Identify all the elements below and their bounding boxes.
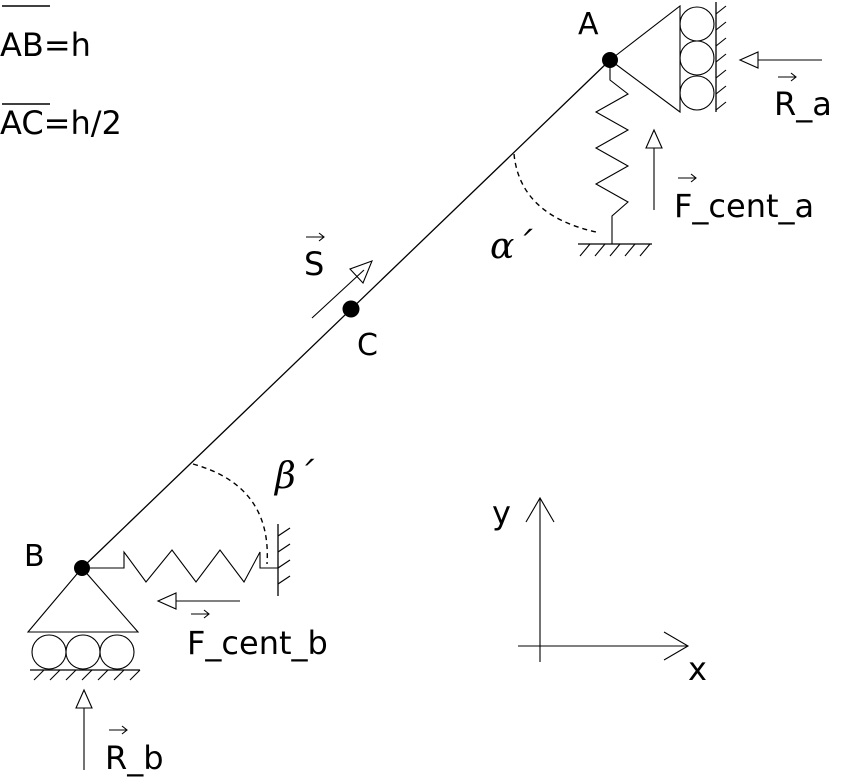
spring-a: [578, 60, 652, 257]
force-s-arrow: [311, 260, 373, 319]
label-force-f-cent-a: F_cent_a: [674, 173, 814, 225]
label-point-c: C: [357, 328, 378, 363]
definition-ac: AC=h/2: [0, 103, 122, 142]
point-b: [74, 560, 90, 576]
definition-ab-segment: AB: [0, 26, 44, 64]
label-force-s: S: [304, 232, 325, 283]
coordinate-axes: [518, 496, 690, 662]
support-a: [609, 2, 727, 114]
label-force-f-cent-a-text: F_cent_a: [674, 187, 814, 225]
label-force-r-b-text: R_b: [105, 739, 164, 777]
definition-ac-segment: AC: [0, 104, 44, 142]
label-force-r-b: R_b: [105, 725, 164, 777]
svg-text:AB=h: AB=h: [0, 26, 91, 64]
label-axis-y: y: [492, 494, 511, 532]
svg-text:AC=h/2: AC=h/2: [0, 104, 122, 142]
label-point-a: A: [578, 7, 599, 42]
definition-ab-rest: =h: [44, 26, 91, 64]
point-a: [602, 52, 618, 68]
definition-ab: AB=h: [0, 5, 91, 64]
angle-beta-arc: [192, 463, 268, 565]
support-a-triangle: [609, 4, 681, 114]
label-force-s-text: S: [304, 245, 324, 283]
label-angle-alpha: α´: [490, 226, 533, 267]
support-b-triangle: [26, 567, 140, 633]
force-r-a-arrow: [738, 51, 822, 69]
force-f-cent-a-arrow: [645, 128, 663, 210]
label-angle-beta: β´: [273, 456, 315, 497]
label-force-r-a: R_a: [774, 72, 832, 123]
angle-alpha-arc: [513, 153, 597, 233]
definition-ac-rest: =h/2: [44, 104, 122, 142]
label-force-r-a-text: R_a: [774, 85, 832, 123]
force-r-b-arrow: [75, 688, 93, 770]
label-point-b: B: [24, 539, 45, 574]
label-axis-x: x: [688, 650, 707, 688]
support-b: [26, 567, 141, 681]
label-force-f-cent-b-text: F_cent_b: [187, 624, 328, 662]
spring-b: [82, 524, 291, 596]
point-c: [342, 300, 360, 318]
label-force-f-cent-b: F_cent_b: [187, 609, 328, 662]
force-f-cent-b-arrow: [156, 592, 240, 610]
